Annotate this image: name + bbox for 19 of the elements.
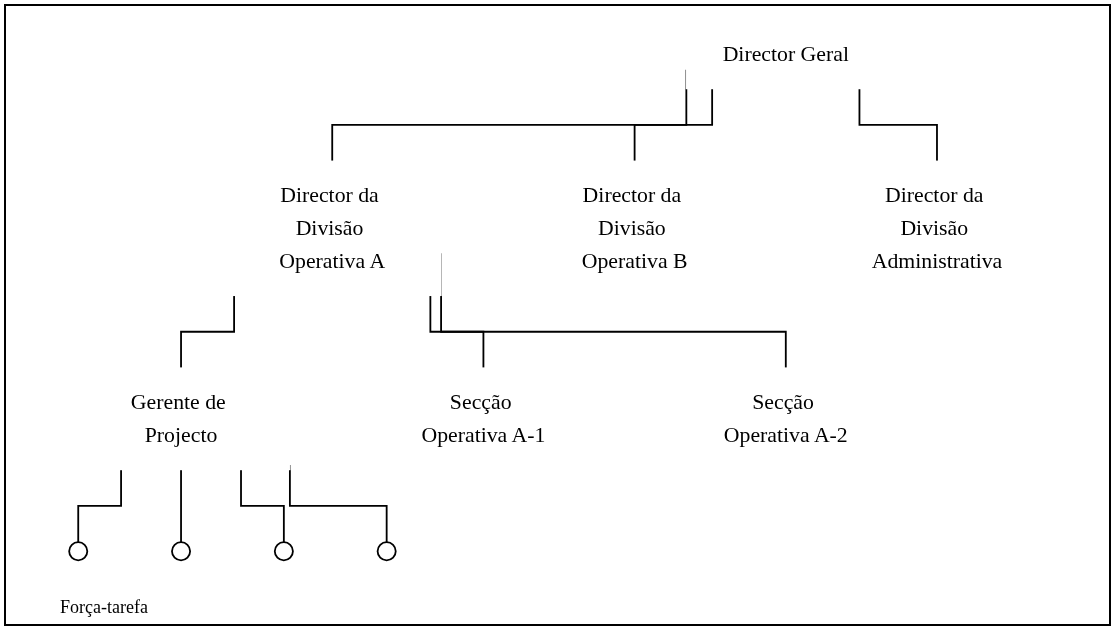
node-circle [376,541,397,562]
node-text: Secção Operativa A-1 [421,389,546,447]
node-circle [171,541,191,562]
node-text: Director da Divisão Operativa A [279,182,386,273]
node-text: Gerente de Projecto [130,389,226,447]
node-circle [273,541,294,562]
connector [240,468,285,544]
group-label: Força-tarefa [60,597,148,617]
connector [429,294,485,369]
node-text: Secção Operativa A-2 [723,389,848,447]
connector [180,294,235,369]
node-circle [68,541,89,562]
node-text: Director da Divisão Operativa B [581,182,688,273]
connector [858,87,938,163]
node-text: Director da Divisão Administrativa [871,182,1003,273]
connector [180,468,182,544]
node-text: Director Geral [722,41,849,66]
connector [633,87,714,163]
connector [77,468,122,544]
